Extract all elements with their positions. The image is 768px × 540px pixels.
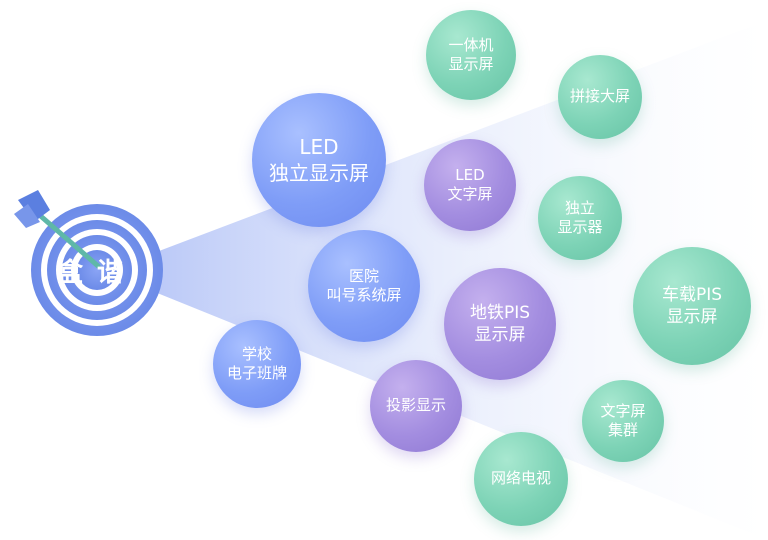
logo-text: 盒谐 [56,257,137,288]
bubble-vehicle-pis: 车载PIS 显示屏 [633,247,751,365]
bubble-all-in-one: 一体机 显示屏 [426,10,516,100]
bubble-metro-pis: 地铁PIS 显示屏 [444,268,556,380]
bubble-label: 医院 叫号系统屏 [326,266,402,305]
bubble-label: 一体机 显示屏 [448,35,494,74]
bubble-label: 拼接大屏 [569,87,630,106]
bubble-label: LED 文字屏 [447,165,493,204]
bubble-school-board: 学校 电子班牌 [213,320,301,408]
bubble-label: 文字屏 集群 [600,401,646,440]
target-icon [14,190,163,336]
bubble-label: 网络电视 [490,469,551,488]
bubble-label: 独立 显示器 [557,198,603,237]
bubble-label: 地铁PIS 显示屏 [469,302,531,345]
bubble-label: 车载PIS 显示屏 [661,284,723,327]
bubble-label: 投影显示 [385,396,446,415]
bubble-label: LED 独立显示屏 [269,135,369,185]
bubble-independent: 独立 显示器 [538,176,622,260]
bubble-text-cluster: 文字屏 集群 [582,380,664,462]
bubble-hospital-queue: 医院 叫号系统屏 [308,230,420,342]
bubble-led-text: LED 文字屏 [424,139,516,231]
bubble-led-display: LED 独立显示屏 [252,93,386,227]
bubble-splicing: 拼接大屏 [558,55,642,139]
bubble-projection: 投影显示 [370,360,462,452]
arrow-icon [14,190,101,269]
bubble-network-tv: 网络电视 [474,432,568,526]
bubble-label: 学校 电子班牌 [226,344,287,383]
target-rings-icon [31,204,163,336]
